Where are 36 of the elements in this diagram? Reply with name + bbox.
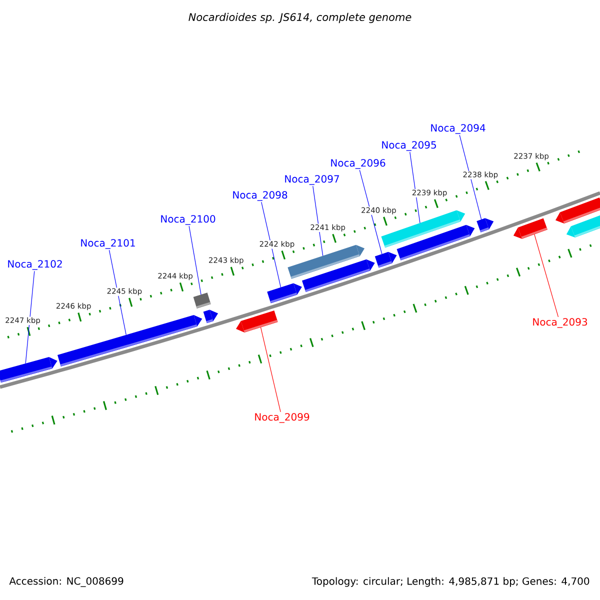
leader-line (359, 170, 382, 254)
gene-label: Noca_2096 (331, 159, 386, 169)
gene-block (193, 292, 211, 308)
gene-feature (396, 224, 475, 260)
title: Nocardioides sp. JS614, complete genome (188, 12, 412, 24)
gene-feature (58, 315, 202, 367)
leader-line (312, 186, 324, 256)
gene-feature (476, 218, 494, 232)
gene-label: Noca_2095 (382, 141, 436, 151)
gene-feature (302, 259, 375, 292)
gene-label: Noca_2100 (161, 215, 216, 225)
gene-feature (236, 310, 278, 332)
gene-label: Noca_2101 (81, 239, 135, 249)
leader-line (108, 250, 126, 336)
leader-line (188, 226, 202, 295)
accession-text: Accession: NC_008699 (9, 577, 124, 587)
leader-line (410, 152, 420, 224)
gene-feature (556, 198, 600, 224)
gene-feature (0, 357, 58, 383)
gene-feature (267, 283, 302, 304)
gene-feature (203, 310, 218, 324)
leader-line (534, 234, 559, 318)
gene-label: Noca_2102 (8, 260, 62, 270)
genome-info-text: Topology: circular; Length: 4,985,871 bp; Genes: 4,700 (312, 577, 590, 587)
gene-label: Noca_2097 (285, 175, 339, 185)
leader-line (25, 270, 35, 364)
gene-label: Noca_2094 (431, 124, 486, 134)
leader-line (260, 327, 281, 412)
gene-feature (374, 252, 397, 268)
gene-label: Noca_2099 (255, 413, 310, 423)
leader-line (459, 134, 482, 220)
gene-feature (566, 213, 600, 238)
gene-label: Noca_2093 (533, 318, 588, 328)
leader-line (261, 202, 282, 288)
gene-label: Noca_2098 (233, 191, 288, 201)
gene-feature (513, 218, 548, 239)
